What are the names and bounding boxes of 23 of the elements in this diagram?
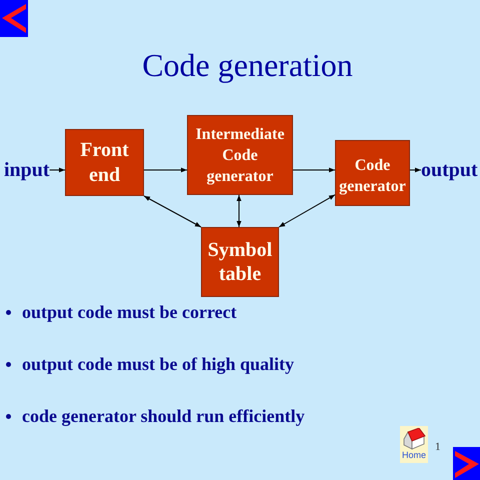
node-label: Symbol table	[206, 238, 274, 286]
arrow	[144, 196, 202, 228]
process-box	[187, 115, 293, 195]
bullet-text: code generator should run efficiently	[22, 405, 305, 428]
flow-label: input	[4, 158, 50, 182]
process-box	[335, 140, 410, 206]
arrow	[410, 168, 422, 172]
node-label: Intermediate Code generator	[194, 124, 286, 186]
home-button: Home	[400, 426, 428, 463]
process-box	[65, 129, 144, 196]
arrow	[278, 194, 336, 228]
title: Code generation	[142, 46, 353, 85]
bullet-text: output code must be correct	[22, 301, 237, 324]
arrow	[49, 168, 66, 172]
page-number: 1	[435, 441, 440, 453]
arrow	[144, 168, 188, 172]
flow-label: output	[421, 158, 478, 182]
process-box	[201, 227, 279, 297]
arrow	[292, 168, 336, 172]
node-label: Code generator	[338, 156, 407, 197]
bullet-text: output code must be of high quality	[22, 353, 294, 376]
arrow	[236, 194, 242, 228]
node-label: Front end	[79, 138, 130, 188]
